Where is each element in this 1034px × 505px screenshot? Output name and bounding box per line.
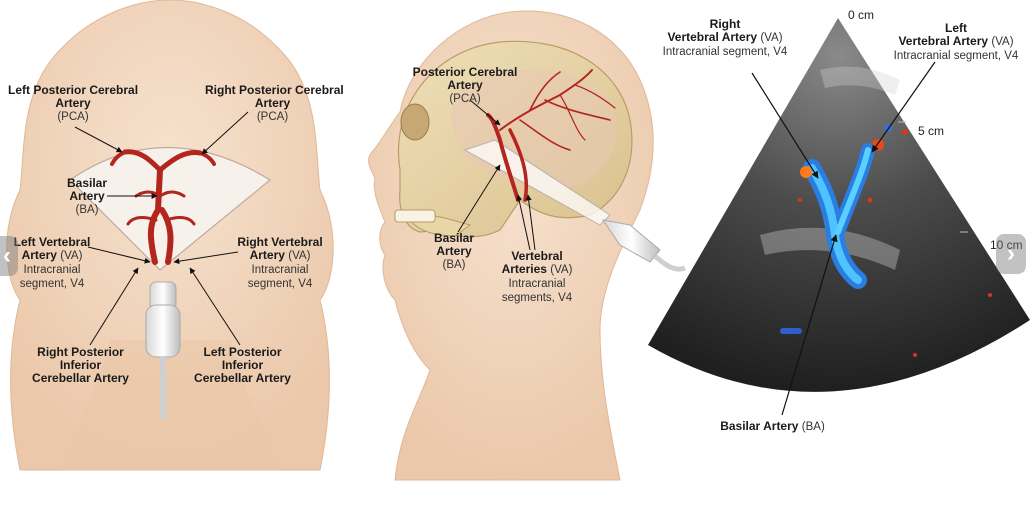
carousel-prev-button[interactable]: ‹ bbox=[0, 236, 18, 276]
panel1-pointers bbox=[74, 111, 249, 346]
chevron-left-icon: ‹ bbox=[3, 242, 11, 269]
panel-posterior-view bbox=[6, 0, 334, 471]
scan-window-fan bbox=[69, 146, 272, 271]
lateral-arteries bbox=[486, 69, 616, 202]
depth-ticks bbox=[898, 121, 968, 233]
orbit bbox=[400, 103, 430, 141]
carousel-next-button[interactable]: › bbox=[996, 234, 1026, 274]
ultrasound-probe-1 bbox=[145, 281, 181, 420]
depth-label-0: 0 cm bbox=[848, 8, 875, 22]
ultrasound-sector bbox=[648, 18, 1030, 392]
depth-label-10: 10 cm bbox=[990, 238, 1023, 252]
panel-ultrasound bbox=[648, 18, 1030, 416]
panel3-pointers bbox=[751, 61, 936, 416]
neck-shading bbox=[60, 340, 280, 470]
label-basilar-us: Basilar Artery (BA) bbox=[720, 419, 825, 434]
speckle-band-2 bbox=[820, 66, 900, 95]
teeth bbox=[394, 209, 436, 223]
depth-label-5: 5 cm bbox=[918, 124, 945, 138]
chevron-right-icon: › bbox=[1007, 240, 1015, 267]
scan-beam-2 bbox=[463, 139, 611, 226]
panel-lateral-view bbox=[368, 10, 686, 481]
panel2-pointers bbox=[457, 99, 536, 251]
ultrasound-probe-2 bbox=[601, 219, 686, 272]
